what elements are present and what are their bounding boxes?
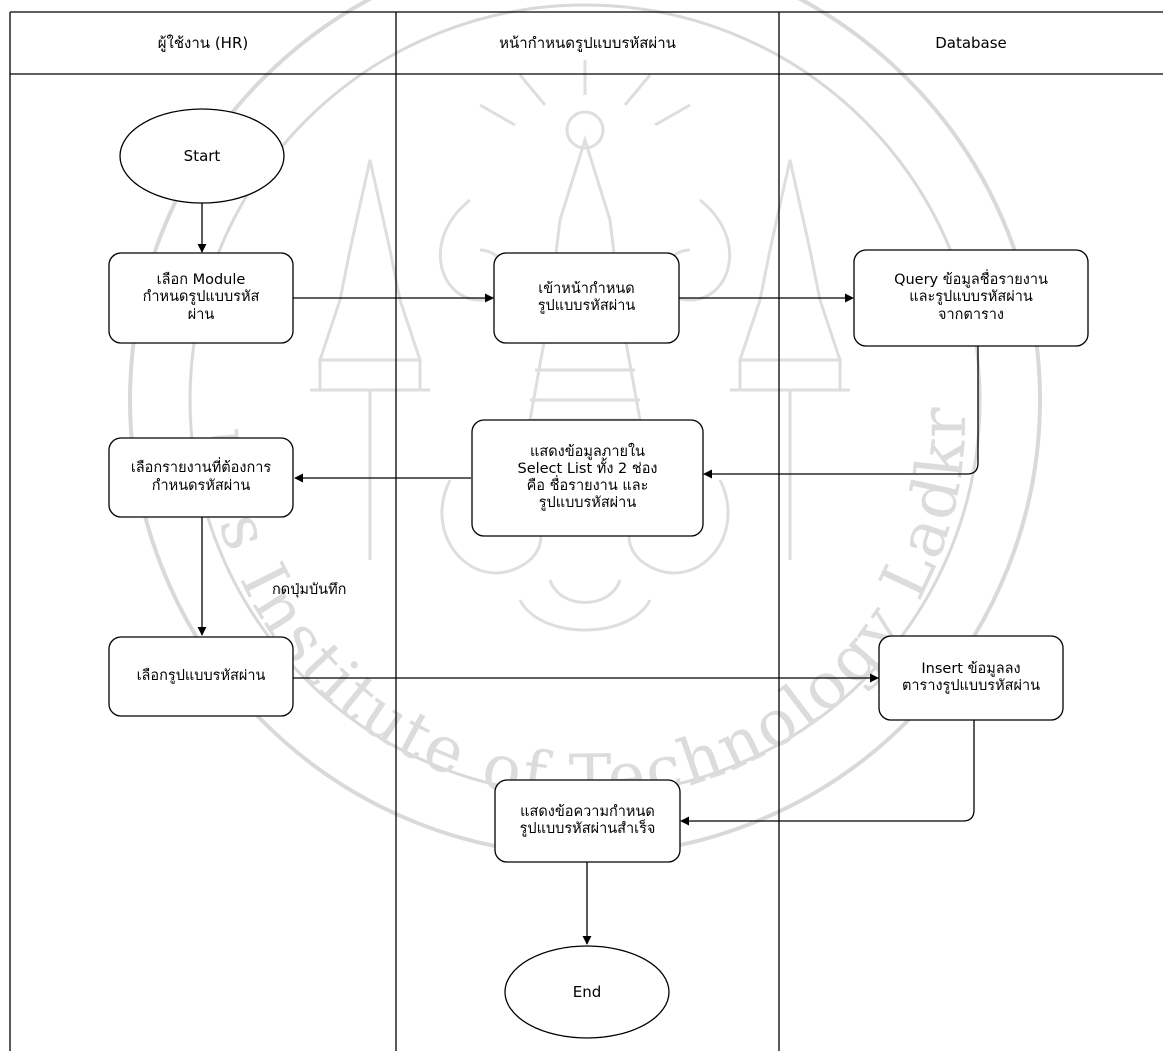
- edge-label-press-save: กดปุ่มบันทึก: [272, 582, 347, 598]
- enter-page-step: เข้าหน้ากำหนด รูปแบบรหัสผ่าน: [537, 280, 636, 314]
- flow-connectors: [197, 202, 979, 945]
- select-report-step: เลือกรายงานที่ต้องการ กำหนดรหัสผ่าน: [130, 460, 272, 494]
- show-select-list-shape: [471, 419, 704, 537]
- insert-db-step: Insert ข้อมูลลง ตารางรูปแบบรหัสผ่าน: [901, 660, 1041, 694]
- select-format-shape: [108, 636, 294, 717]
- select-report-shape: [108, 437, 294, 518]
- start-terminal-shape: [119, 108, 285, 204]
- lane-header-database: Database: [935, 34, 1007, 52]
- query-db-shape: [853, 249, 1089, 347]
- query-db-step: Query ข้อมูลชื่อรายงาน และรูปแบบรหัสผ่าน…: [894, 272, 1048, 323]
- lane-header-hr-user: ผู้ใช้งาน (HR): [157, 34, 249, 52]
- select-format-step: เลือกรูปแบบรหัสผ่าน: [136, 667, 266, 684]
- insert-db-shape: [878, 635, 1064, 721]
- show-select-list-step: แสดงข้อมูลภายใน Select List ทั้ง 2 ช่อง …: [517, 443, 658, 512]
- select-module-step: เลือก Module กำหนดรูปแบบรหัส ผ่าน: [142, 272, 260, 323]
- select-module-shape: [108, 252, 294, 344]
- enter-page-shape: [493, 252, 680, 344]
- show-success-step: แสดงข้อความกำหนด รูปแบบรหัสผ่านสำเร็จ: [519, 803, 656, 837]
- show-success-shape: [494, 779, 681, 863]
- end-terminal-shape: [504, 945, 670, 1039]
- start-terminal: Start: [183, 147, 221, 165]
- end-terminal: End: [572, 983, 602, 1001]
- lane-header-password-format-page: หน้ากำหนดรูปแบบรหัสผ่าน: [499, 34, 676, 52]
